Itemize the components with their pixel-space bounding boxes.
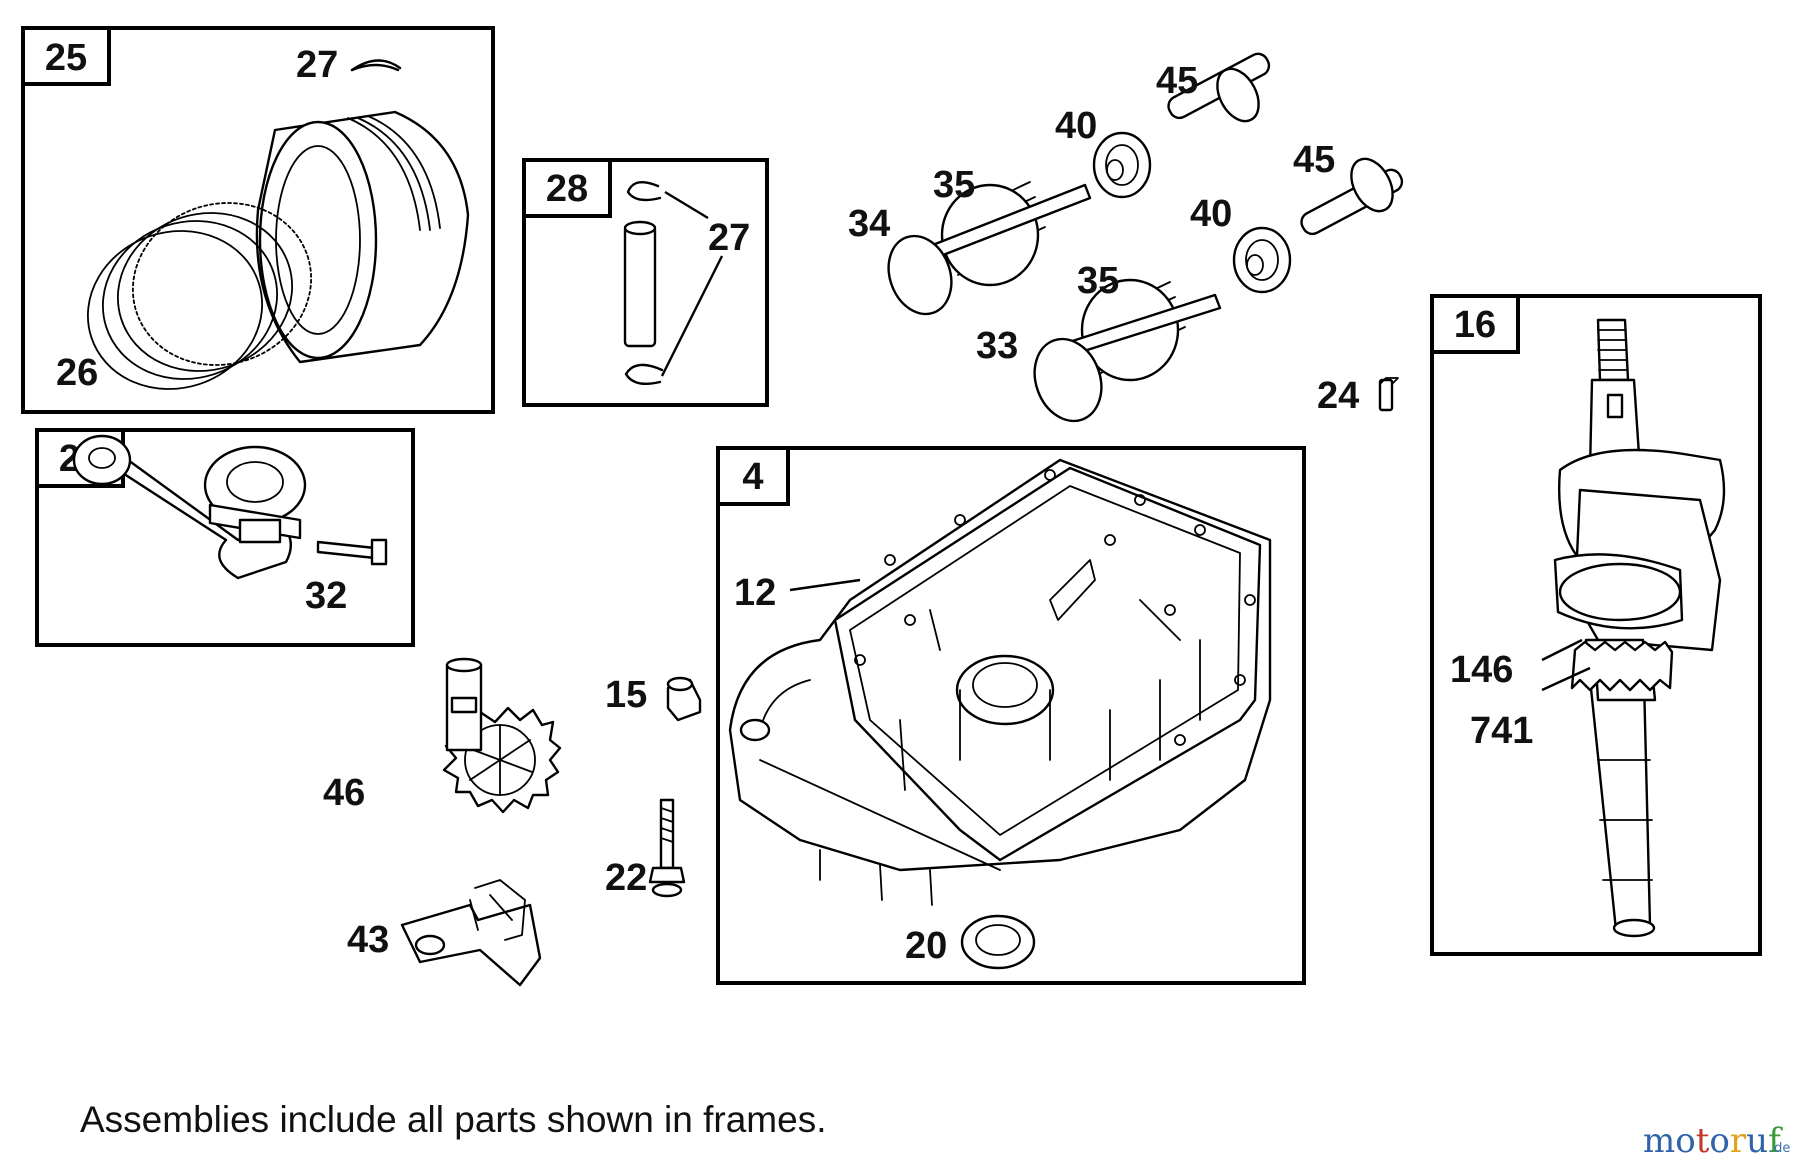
part-label-24: 24	[1317, 375, 1359, 417]
crank-gear-icon	[1570, 640, 1674, 692]
frame-16-number: 16	[1454, 304, 1496, 346]
part-label-15: 15	[605, 674, 647, 716]
tappet-upper-icon	[1167, 52, 1271, 123]
frame-16: 16 146 741	[1430, 294, 1762, 956]
part-label-146: 146	[1450, 649, 1513, 691]
part-label-22: 22	[605, 857, 647, 899]
part-label-27a: 27	[296, 44, 338, 86]
frame-4-number: 4	[742, 456, 763, 498]
part-label-35b: 35	[1077, 260, 1119, 302]
part-label-33: 33	[976, 325, 1018, 367]
circlip-lower-icon	[624, 363, 664, 385]
part-label-40a: 40	[1055, 105, 1097, 147]
governor-bracket-icon	[400, 879, 542, 987]
svg-text:.de: .de	[1770, 1141, 1790, 1156]
retainer-upper-icon	[1092, 131, 1152, 199]
part-label-20: 20	[905, 925, 947, 967]
valve-lower-icon	[1033, 293, 1222, 423]
part-label-27b: 27	[708, 217, 750, 259]
part-label-40b: 40	[1190, 193, 1232, 235]
frame-28: 28 27	[522, 158, 769, 407]
governor-gear-icon	[442, 657, 562, 814]
footnote: Assemblies include all parts shown in fr…	[80, 1099, 827, 1140]
part-label-45b: 45	[1293, 139, 1335, 181]
connecting-rod-icon	[72, 434, 307, 580]
watermark-logo: motoruf .de	[1643, 1121, 1790, 1161]
oil-seal-icon	[960, 914, 1036, 970]
part-label-46: 46	[323, 772, 365, 814]
part-label-741: 741	[1470, 710, 1533, 752]
circlip-upper-icon	[626, 180, 662, 202]
frame-25-number: 25	[45, 37, 87, 79]
part-label-12: 12	[734, 572, 776, 614]
piston-icon	[255, 110, 470, 364]
frame-29: 29 32	[35, 428, 415, 647]
frame-25: 25 27 26	[21, 26, 495, 414]
frame-4: 4 12 20	[716, 446, 1306, 985]
frame-28-number: 28	[546, 168, 588, 210]
valve-assembly-lower	[1033, 157, 1404, 423]
valve-upper-icon	[887, 183, 1092, 316]
crankcase-sump-icon	[728, 458, 1272, 906]
part-label-35a: 35	[933, 164, 975, 206]
retainer-lower-icon	[1232, 226, 1292, 294]
plug-icon	[666, 676, 702, 722]
part-label-34: 34	[848, 203, 890, 245]
circlip-icon	[350, 59, 402, 72]
key-icon	[1378, 377, 1399, 412]
crankshaft-icon	[1553, 318, 1726, 938]
piston-rings-icon	[87, 202, 312, 390]
part-label-26: 26	[56, 352, 98, 394]
rod-bolt-icon	[316, 538, 388, 566]
wrist-pin-icon	[623, 220, 657, 348]
svg-text:motoruf: motoruf	[1643, 1121, 1783, 1161]
valve-assembly-upper	[887, 52, 1271, 316]
tappet-lower-icon	[1300, 157, 1404, 236]
part-label-32: 32	[305, 575, 347, 617]
bolt-icon	[648, 798, 686, 898]
part-label-45a: 45	[1156, 60, 1198, 102]
part-label-43: 43	[347, 919, 389, 961]
